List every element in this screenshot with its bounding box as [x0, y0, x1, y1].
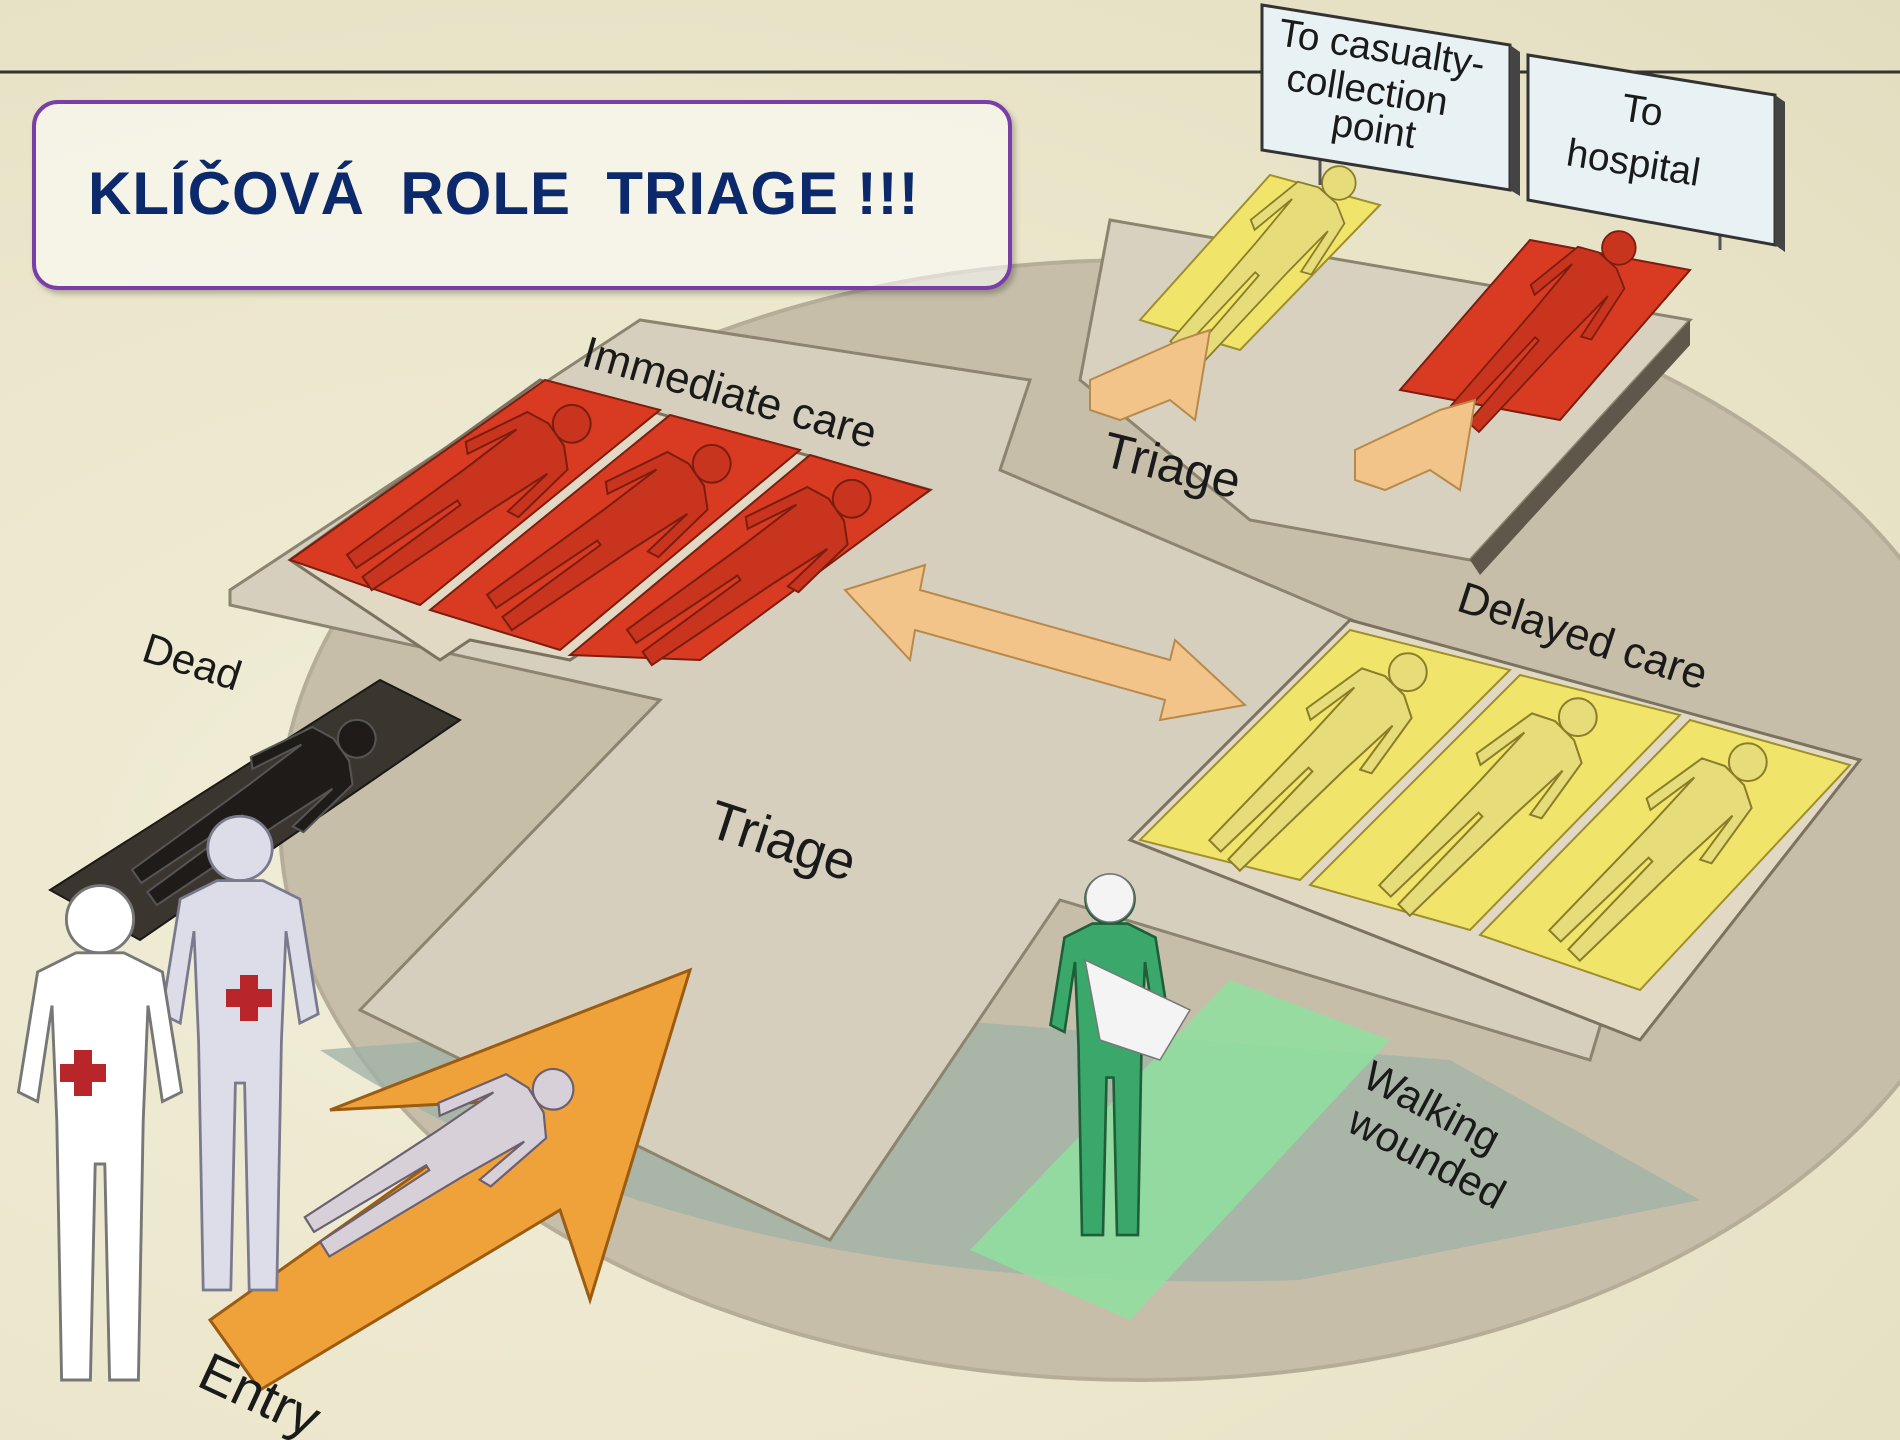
page-title: KLÍČOVÁ ROLE TRIAGE !!!: [88, 159, 920, 228]
dead-label: Dead: [137, 624, 247, 700]
hospital-sign-line-1: To: [1619, 86, 1666, 135]
medic-front-cross-h: [60, 1064, 106, 1082]
medic-back-cross-h: [226, 989, 272, 1007]
hospital-sign-edge: [1775, 95, 1785, 252]
title-box: KLÍČOVÁ ROLE TRIAGE !!!: [32, 100, 1012, 290]
head-bandage: [1086, 874, 1134, 922]
casualty-sign-edge: [1510, 45, 1520, 196]
medic-front: [18, 886, 181, 1380]
